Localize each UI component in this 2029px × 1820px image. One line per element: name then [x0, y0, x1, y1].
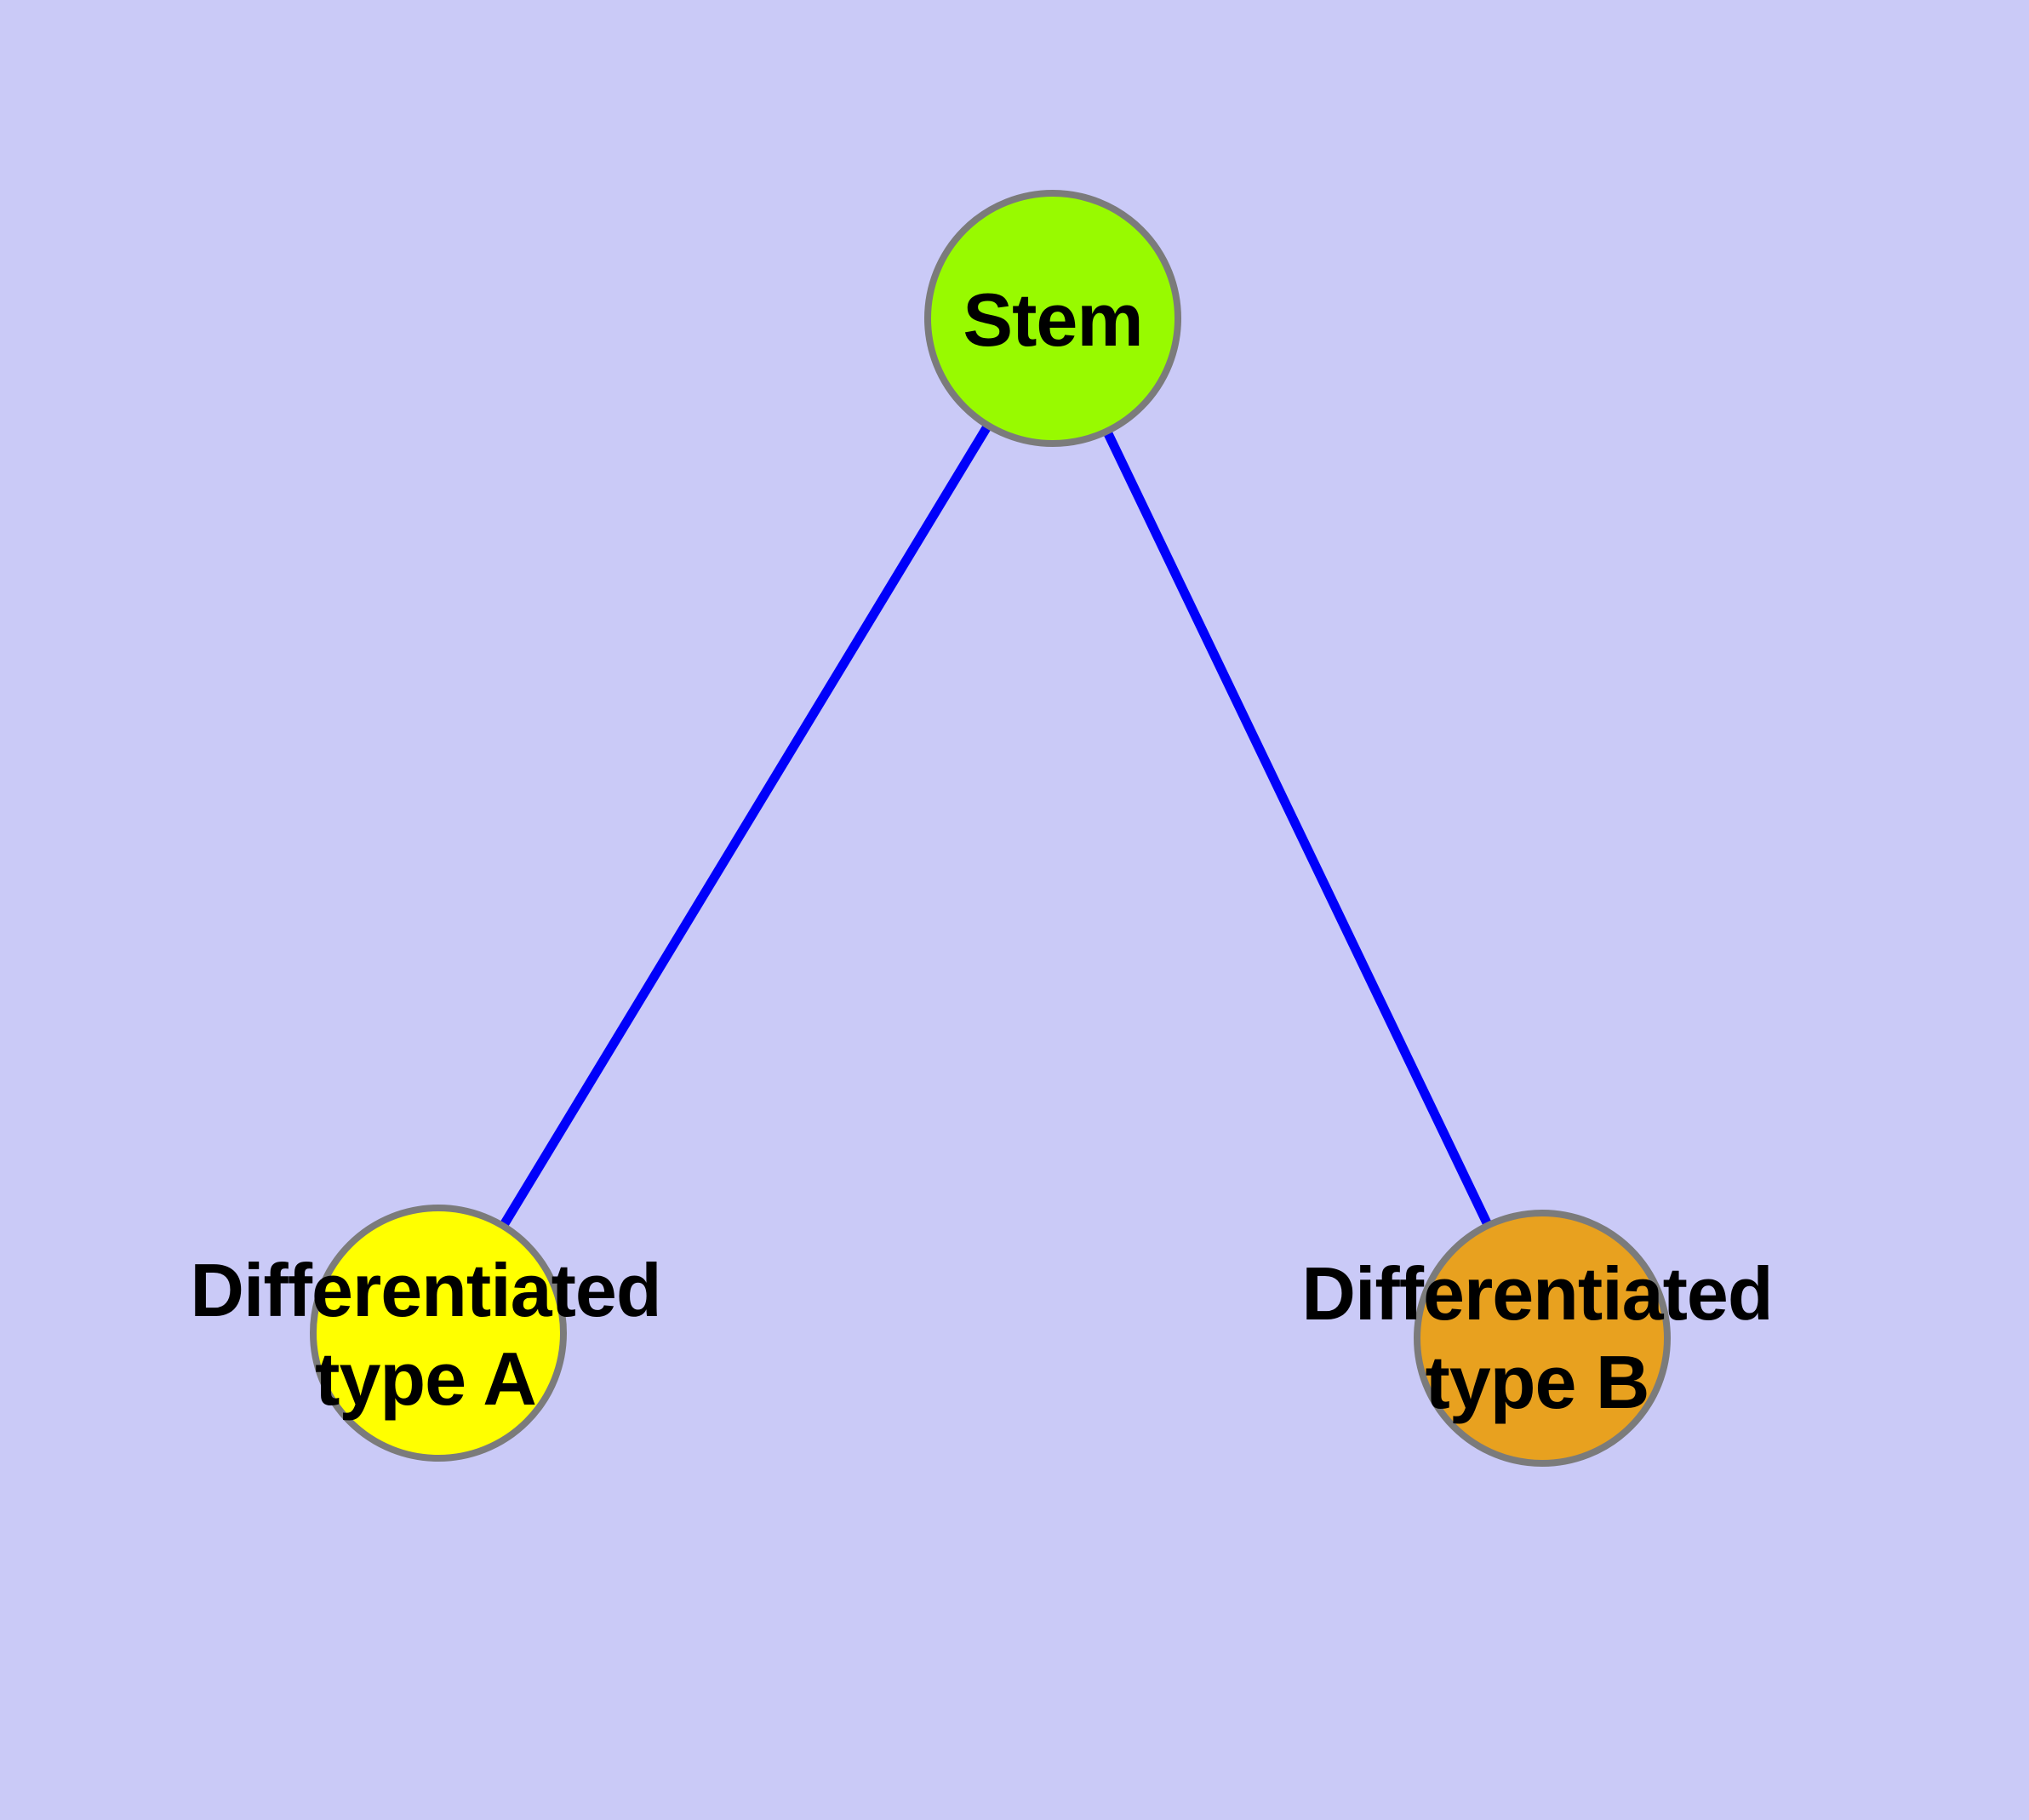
node-differentiated-type-a [310, 1205, 567, 1462]
node-stem [924, 190, 1181, 447]
edge-stem-to-type-a [434, 316, 1057, 1336]
node-label-differentiated-type-a: Differentiated type A [190, 1248, 661, 1421]
node-label-differentiated-type-b: Differentiated type B [1301, 1251, 1773, 1424]
node-label-stem: Stem [963, 278, 1143, 363]
edge-stem-to-type-b [1049, 316, 1546, 1341]
node-differentiated-type-b [1414, 1210, 1671, 1467]
